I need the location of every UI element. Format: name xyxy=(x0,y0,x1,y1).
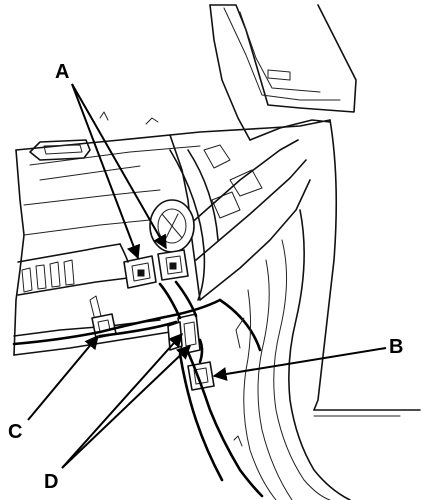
callout-a-left xyxy=(71,83,141,260)
label-c: C xyxy=(8,421,23,443)
callout-b xyxy=(212,347,387,381)
roof-pillar-trim xyxy=(209,4,357,141)
wire-harness xyxy=(12,149,264,498)
callout-a-right xyxy=(71,83,167,250)
round-bracket xyxy=(149,199,195,253)
callout-c xyxy=(27,334,99,421)
connector-d-upper xyxy=(177,313,201,355)
label-d: D xyxy=(44,471,59,493)
label-b: B xyxy=(389,336,404,358)
connector-a-right xyxy=(157,249,189,281)
dashboard-panel xyxy=(13,111,331,356)
connector-a-left xyxy=(123,255,157,289)
callout-lines xyxy=(27,83,387,469)
door-opening xyxy=(233,119,421,500)
callout-d-lower xyxy=(61,345,192,469)
callout-d-upper xyxy=(61,332,183,469)
label-a: A xyxy=(55,61,70,83)
